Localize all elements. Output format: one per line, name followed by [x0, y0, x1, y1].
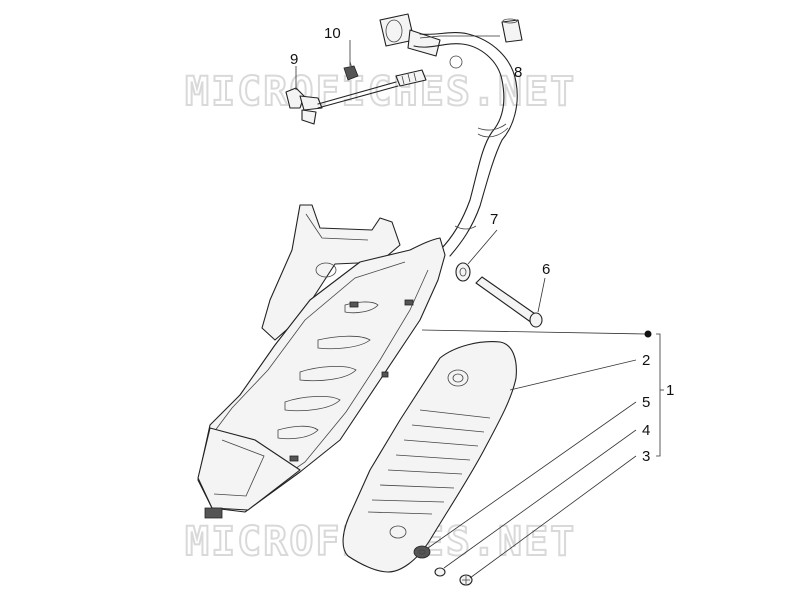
assembly-dot [644, 330, 652, 338]
exhaust-pipe [379, 13, 518, 257]
part-8-pin [501, 18, 523, 43]
muffler-assembly [197, 204, 446, 519]
callout-6: 6 [542, 261, 550, 278]
part-6-bolt [475, 276, 543, 328]
callout-7: 7 [490, 211, 498, 228]
callout-8: 8 [514, 64, 522, 81]
part-3-screw [459, 574, 473, 586]
callout-5: 5 [642, 394, 650, 411]
callout-1: 1 [666, 382, 674, 399]
leader-lines [295, 35, 664, 579]
callout-3: 3 [642, 448, 650, 465]
part-5-grommet [413, 545, 431, 559]
callout-9: 9 [290, 51, 298, 68]
heat-shield [342, 341, 517, 573]
part-9-sensor [285, 69, 427, 125]
part-7-washer [455, 262, 471, 282]
watermark-top: MICROFICHES.NET [185, 69, 576, 115]
part-4-washer [434, 567, 446, 577]
callout-2: 2 [642, 352, 650, 369]
callouts: 1 2 3 4 5 6 7 8 9 10 [290, 25, 674, 465]
callout-10: 10 [324, 25, 341, 42]
callout-4: 4 [642, 422, 650, 439]
